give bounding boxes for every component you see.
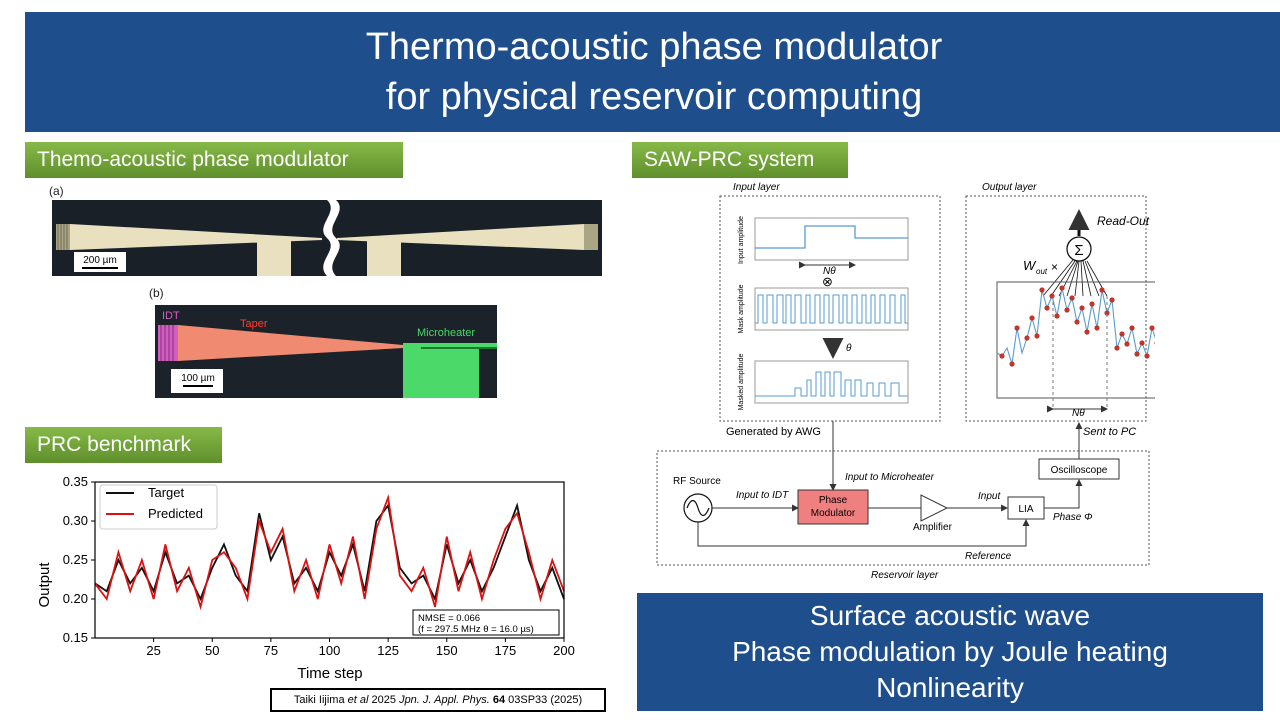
panel-label-b: (b) [149,286,164,300]
input-label: Input [978,491,1001,502]
input-amplitude-label: Input amplitude [738,216,745,264]
output-layer-label: Output layer [982,182,1037,193]
citation-volume: 64 [492,694,506,706]
oscilloscope-label: Oscilloscope [1051,465,1108,476]
y-tick-label: 0.20 [63,591,88,606]
generated-by-awg-label: Generated by AWG [726,426,821,438]
title-line-2: for physical reservoir computing [385,76,923,118]
summary-box: Surface acoustic wave Phase modulation b… [637,593,1263,711]
x-tick-label: 50 [205,643,219,658]
x-tick-label: 25 [146,643,160,658]
nmse-annotation: NMSE = 0.066 (f = 297.5 MHz θ = 16.0 µs) [412,609,560,636]
y-tick-label: 0.15 [63,630,88,645]
benchmark-chart: Output Time step 25 50 75 100 125 150 175 200 0.… [36,474,575,682]
wout-label: W [1023,258,1037,273]
phase-modulator-block [797,489,869,525]
plot-frame [94,481,565,639]
summary-line-3: Nonlinearity [876,672,1024,703]
amplifier-symbol [920,494,949,522]
citation-etal: et al [347,694,369,706]
label-taper: Taper [240,318,268,330]
citation-journal: Jpn. J. Appl. Phys. [399,694,490,706]
scale-bar-b-label: 100 µm [181,373,215,384]
phase-modulator-line2: Modulator [811,508,856,519]
multiply-symbol: ⊗ [822,274,833,289]
x-tick-label: 200 [553,643,575,658]
x-tick-label: 125 [377,643,399,658]
input-to-microheater-label: Input to Microheater [845,472,935,483]
readout-label: Read-Out [1097,214,1150,228]
label-idt: IDT [162,310,180,322]
micrograph-b: IDT Taper Microheater 100 µm [155,305,497,398]
reservoir-layer-box [656,450,1150,566]
wout-times: × [1051,260,1058,274]
slide-title: Thermo-acoustic phase modulator for phys… [25,12,1280,132]
sent-to-pc-label: Sent to PC [1083,426,1136,438]
section-label-benchmark: PRC benchmark [25,427,222,463]
section-label-modulator: Themo-acoustic phase modulator [25,142,403,178]
input-layer-label: Input layer [733,182,780,193]
citation: Taiki Iijima et al 2025 Jpn. J. Appl. Ph… [270,688,606,712]
wout-subscript: out [1036,267,1048,276]
ntheta-output-label: Nθ [1072,408,1085,419]
reservoir-states-plot [996,281,1155,399]
y-tick-label: 0.30 [63,513,88,528]
panel-label-a: (a) [49,184,64,198]
micrograph-a: 200 µm [52,200,602,276]
legend: Target Predicted [99,484,218,530]
rf-source-label: RF Source [673,476,721,487]
nmse-text: NMSE = 0.066 [418,613,480,624]
sigma-symbol: Σ [1074,242,1083,259]
summary-line-2: Phase modulation by Joule heating [732,636,1168,667]
x-tick-label: 75 [264,643,278,658]
masked-amplitude-label: Masked amplitude [738,353,745,410]
legend-label-predicted: Predicted [148,506,203,521]
reference-label: Reference [965,551,1012,562]
citation-page: 03SP33 (2025) [508,694,583,706]
x-tick-label: 100 [319,643,341,658]
section-label-saw-prc: SAW-PRC system [632,142,848,178]
summary-line-1: Surface acoustic wave [809,600,1091,631]
nmse-params: (f = 297.5 MHz θ = 16.0 µs) [418,624,534,635]
legend-label-target: Target [148,485,185,500]
citation-year: 2025 [371,694,396,706]
y-axis-label: Output [36,562,53,608]
x-tick-label: 175 [495,643,517,658]
y-tick-label: 0.25 [63,552,88,567]
label-microheater: Microheater [417,327,475,339]
y-tick-label: 0.35 [63,474,88,489]
phase-modulator-line1: Phase [819,495,848,506]
input-layer-box [719,195,941,422]
amplifier-label: Amplifier [913,522,953,533]
citation-author: Taiki Iijima [293,694,345,706]
title-line-1: Thermo-acoustic phase modulator [365,26,943,68]
lia-label: LIA [1018,504,1033,515]
ntheta-input-label: Nθ [823,266,836,277]
x-axis-label: Time step [297,665,362,682]
series-line-predicted [94,494,565,611]
theta-label: θ [846,343,852,354]
phase-phi-label: Phase Φ [1053,512,1093,523]
saw-prc-diagram: Input layer Input amplitude Nθ ⊗ Mask am… [656,182,1155,581]
mask-amplitude-label: Mask amplitude [738,284,745,333]
scale-bar-a-label: 200 µm [83,255,117,266]
output-layer-box [965,195,1147,422]
reservoir-layer-label: Reservoir layer [871,570,939,581]
x-tick-label: 150 [436,643,458,658]
input-to-idt-label: Input to IDT [736,490,789,501]
